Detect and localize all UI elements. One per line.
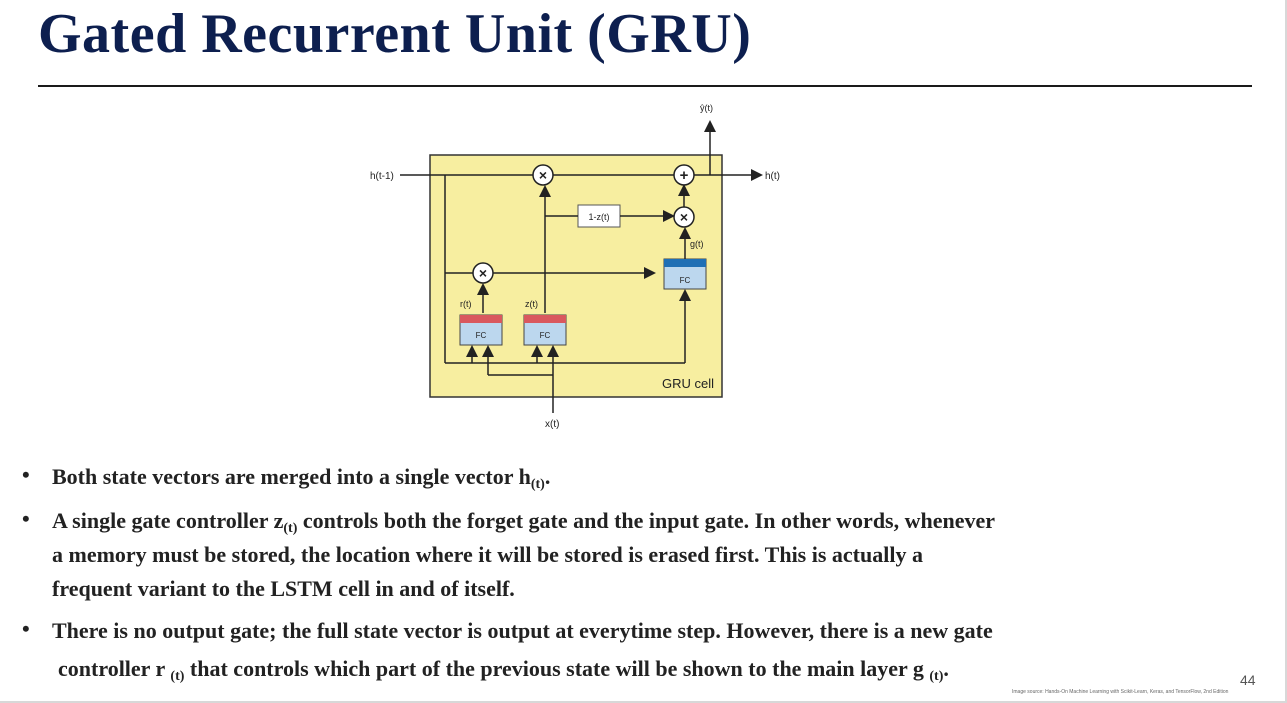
- svg-text:×: ×: [539, 167, 547, 183]
- image-source: Image source: Hands-On Machine Learning …: [1012, 689, 1229, 695]
- h-prev-label: h(t-1): [370, 171, 394, 182]
- svg-text:×: ×: [680, 209, 688, 225]
- h-out-label: h(t): [765, 171, 780, 182]
- svg-text:FC: FC: [680, 276, 691, 285]
- svg-text:FC: FC: [540, 331, 551, 340]
- gru-cell-diagram: GRU cell h(t-1) h(t) ŷ(t) × + × 1-z(t) z…: [370, 103, 780, 430]
- r-label: r(t): [460, 299, 472, 309]
- g-label: g(t): [690, 239, 704, 249]
- svg-text:×: ×: [479, 265, 487, 281]
- x-in-label: x(t): [545, 419, 559, 430]
- svg-text:FC: FC: [476, 331, 487, 340]
- z-label: z(t): [525, 299, 538, 309]
- slide-title: Gated Recurrent Unit (GRU): [38, 3, 752, 65]
- svg-text:+: +: [680, 167, 689, 184]
- right-scroll-edge: [1285, 0, 1287, 703]
- gru-cell-label: GRU cell: [662, 376, 714, 391]
- svg-text:1-z(t): 1-z(t): [589, 212, 610, 222]
- bottom-edge: [0, 701, 1287, 703]
- y-out-label: ŷ(t): [700, 103, 713, 113]
- page-number: 44: [1240, 672, 1256, 688]
- title-divider: [38, 85, 1252, 87]
